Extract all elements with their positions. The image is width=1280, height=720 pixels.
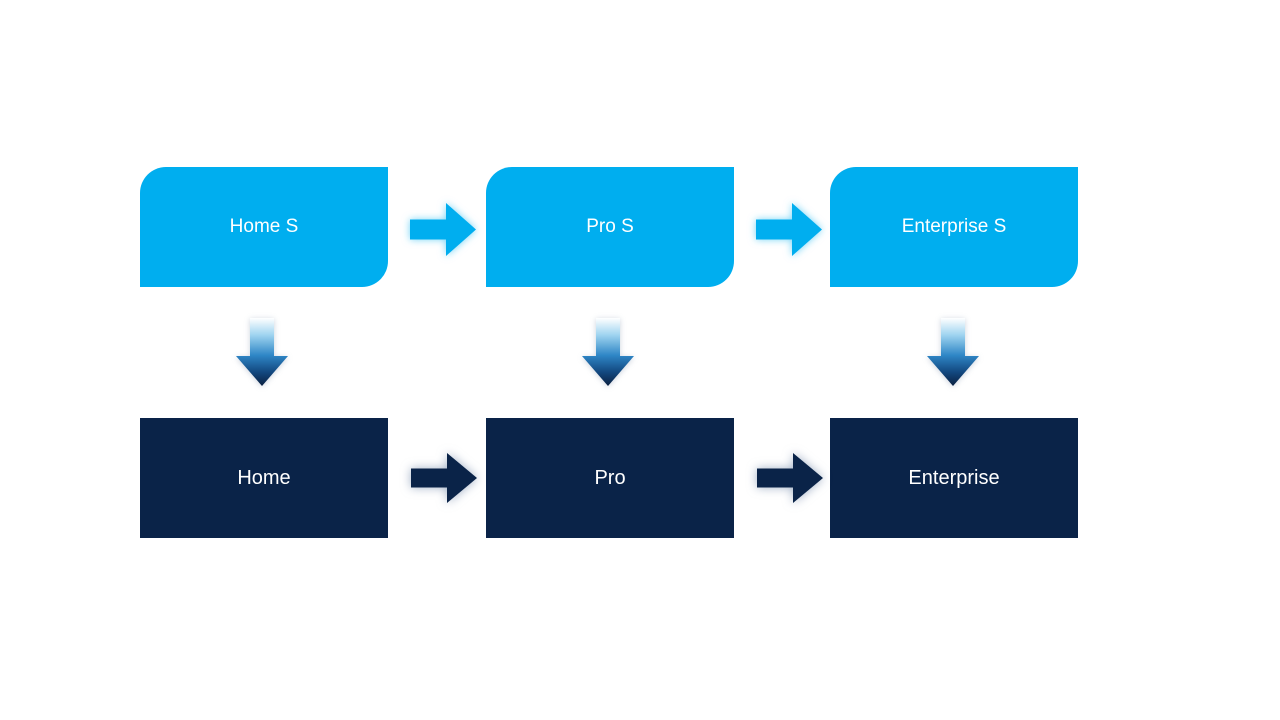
node-label: Home S [229,216,299,237]
node-enterprise-s: Enterprise S [830,167,1078,287]
node-enterprise: Enterprise [830,418,1078,538]
node-home: Home [140,418,388,538]
down-arrow-icon [582,318,634,386]
down-arrow-icon [927,318,979,386]
node-label: Pro S [586,216,634,237]
right-arrow-icon [411,453,477,503]
down-arrow-icon [236,318,288,386]
node-pro: Pro [486,418,734,538]
right-arrow-icon [757,453,823,503]
node-home-s: Home S [140,167,388,287]
node-label: Enterprise S [901,216,1007,237]
node-label: Home [237,466,291,489]
right-arrow-icon [756,203,822,256]
node-label: Pro [594,466,626,489]
node-label: Enterprise [908,466,1000,489]
right-arrow-icon [410,203,476,256]
node-pro-s: Pro S [486,167,734,287]
